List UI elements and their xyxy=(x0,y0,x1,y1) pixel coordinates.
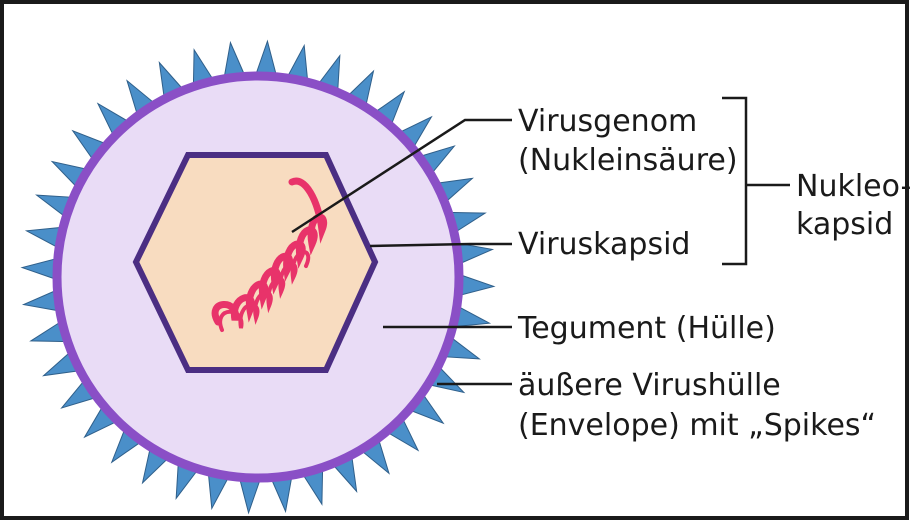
nucleocapsid-label-line2: kapsid xyxy=(796,207,893,242)
envelope-label-line2: (Envelope) mit „Spikes“ xyxy=(518,408,876,443)
nucleocapsid-label-line1: Nukleo- xyxy=(796,169,911,204)
envelope-label-line1: äußere Virushülle xyxy=(518,368,781,403)
tegument-label: Tegument (Hülle) xyxy=(517,311,776,346)
genome-label-line1: Virusgenom xyxy=(518,104,697,139)
virus-capsid xyxy=(136,155,375,370)
genome-label-line2: (Nukleinsäure) xyxy=(518,143,738,178)
capsid-label: Viruskapsid xyxy=(518,227,690,262)
